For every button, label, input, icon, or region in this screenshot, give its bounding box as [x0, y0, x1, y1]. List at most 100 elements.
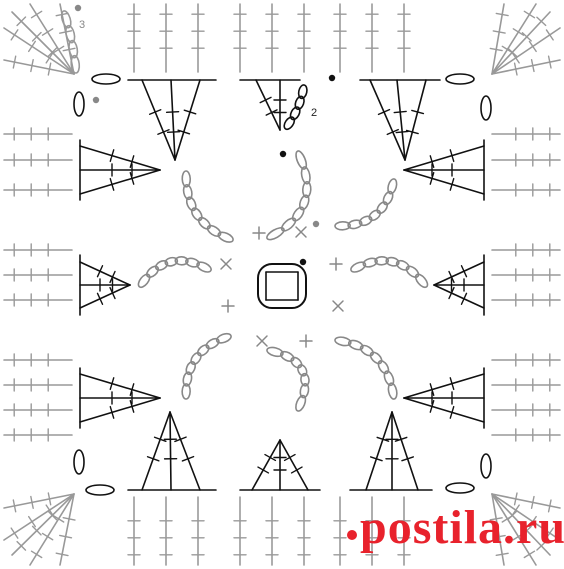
cluster-bottom-cross [290, 466, 303, 474]
cluster-left-upper [79, 145, 161, 171]
row3-corner-bl-cross [10, 527, 19, 539]
cluster-bottom [279, 439, 309, 491]
row3-corner-bl-cross [16, 540, 27, 551]
row3-corner-br-cross [536, 541, 547, 551]
petal-top-left-chain [185, 196, 197, 212]
row2-chain-chain [289, 106, 301, 121]
row3-corner-bl-cross [47, 510, 58, 521]
row3-corner-br [491, 493, 537, 566]
cluster-left [79, 284, 131, 309]
row3-corner-tl [11, 11, 75, 75]
row2-chain-chain [294, 95, 305, 111]
row3-marker [92, 96, 100, 104]
row3-corner-bl [59, 493, 75, 566]
petal-top-right-chain [376, 201, 389, 215]
cluster-right-upper-cross [429, 155, 435, 169]
cluster-bottom-left-cross [153, 436, 167, 443]
cluster-top-left-cross [157, 129, 170, 135]
watermark: postila.ru [360, 501, 564, 554]
cluster-right-lower-cross [449, 405, 455, 419]
petal-bottom-chain [279, 350, 295, 362]
cluster-right-lower [403, 397, 485, 423]
petal-right-chain [374, 255, 390, 266]
petal-bottom-right-chain [334, 336, 352, 347]
row3-corner-tl-cross [41, 28, 54, 36]
row3-corner-tr [491, 11, 551, 75]
row3-corner-br-cross [545, 527, 554, 539]
cluster-right-cross [460, 292, 468, 305]
row3-corner-tr-cross [512, 28, 525, 36]
petal-bottom-right-chain [347, 339, 364, 351]
petal-left-chain [137, 273, 151, 289]
row3-corner-bl-cross [52, 514, 65, 523]
cluster-left-cross [109, 270, 116, 284]
row3-corner-tl-cross [30, 59, 34, 73]
petal-bottom-left-chain [185, 361, 197, 376]
cluster-top-right [369, 79, 406, 161]
cluster-top-left-cross [166, 131, 181, 133]
petal-bottom-chain [299, 383, 310, 399]
cluster-right-upper-cross [429, 171, 435, 185]
cluster-right [433, 261, 485, 286]
petal-bottom-right-chain [387, 382, 398, 400]
petal-left-chain [164, 256, 179, 267]
row3-chain-chain [65, 24, 76, 44]
start-marker [299, 258, 307, 266]
row3-corner-tr [491, 3, 537, 75]
cluster-top-left-cross [177, 129, 191, 135]
corner-chain [73, 91, 85, 117]
cluster-left-cross [96, 292, 104, 305]
petal-right-chain [395, 259, 410, 271]
cluster-right-upper [403, 169, 485, 195]
cluster-top-right-cross [411, 109, 425, 115]
row3-corner-tl-cross [47, 62, 52, 76]
petal-top-chain [295, 150, 308, 170]
row3-corner-tl-cross [10, 29, 19, 41]
cluster-top-right-cross [377, 108, 391, 116]
row3-corner-bl-cross [12, 499, 17, 513]
petal-bottom-chain [290, 356, 303, 369]
row3-corner-bl-cross [31, 525, 42, 536]
petal-bottom-left-chain [205, 337, 220, 350]
row3-corner-tr [491, 59, 561, 75]
cluster-bottom-left [141, 411, 171, 491]
cluster-bottom-cross [264, 453, 277, 462]
row3-corner-tr-cross [547, 55, 552, 69]
row3-corner-tl-cross [45, 52, 54, 64]
cluster-bottom-left [169, 411, 172, 491]
row3-corner-bl [3, 493, 75, 509]
petal-top-left-chain [206, 224, 222, 237]
petal-left-chain [185, 257, 200, 268]
row3-corner-br-cross [513, 492, 518, 506]
row3-corner-br [491, 493, 551, 556]
petal-bottom-chain [295, 394, 307, 412]
row3-corner-tr [491, 27, 561, 75]
petal-top-right-chain [387, 178, 398, 195]
petal-top-left-chain [190, 207, 203, 222]
row3-corner-bl-cross [47, 492, 52, 506]
cluster-right-upper-cross [449, 149, 455, 163]
row3-corner-tl-cross [31, 31, 42, 42]
petal-top-chain [291, 206, 305, 222]
row3-corner-br-cross [489, 517, 503, 521]
petal-top-chain [266, 227, 285, 241]
cluster-left-lower-cross [129, 383, 135, 397]
petal-bottom-chain [266, 346, 284, 358]
petal-top-chain [300, 166, 311, 185]
row3-corner-tr-cross [511, 52, 520, 64]
cluster-top-right [404, 79, 427, 161]
petal-bottom-left-chain [190, 351, 202, 366]
cluster-bottom-right-cross [394, 436, 408, 442]
row-label-3: 3 [79, 19, 86, 31]
petal-bottom-left-chain [181, 383, 191, 400]
row3-corner-br-cross [528, 515, 537, 528]
sc-mark [220, 258, 232, 270]
row3-corner-br [491, 493, 505, 566]
row3-corner-bl-cross [59, 534, 73, 539]
row3-corner-tl-cross [28, 40, 36, 53]
row3-corner-br-cross [521, 525, 532, 536]
cluster-bottom-right [391, 411, 419, 491]
petal-top-chain [280, 217, 297, 232]
cluster-bottom-cross [257, 466, 270, 474]
petal-left-chain [196, 261, 212, 273]
